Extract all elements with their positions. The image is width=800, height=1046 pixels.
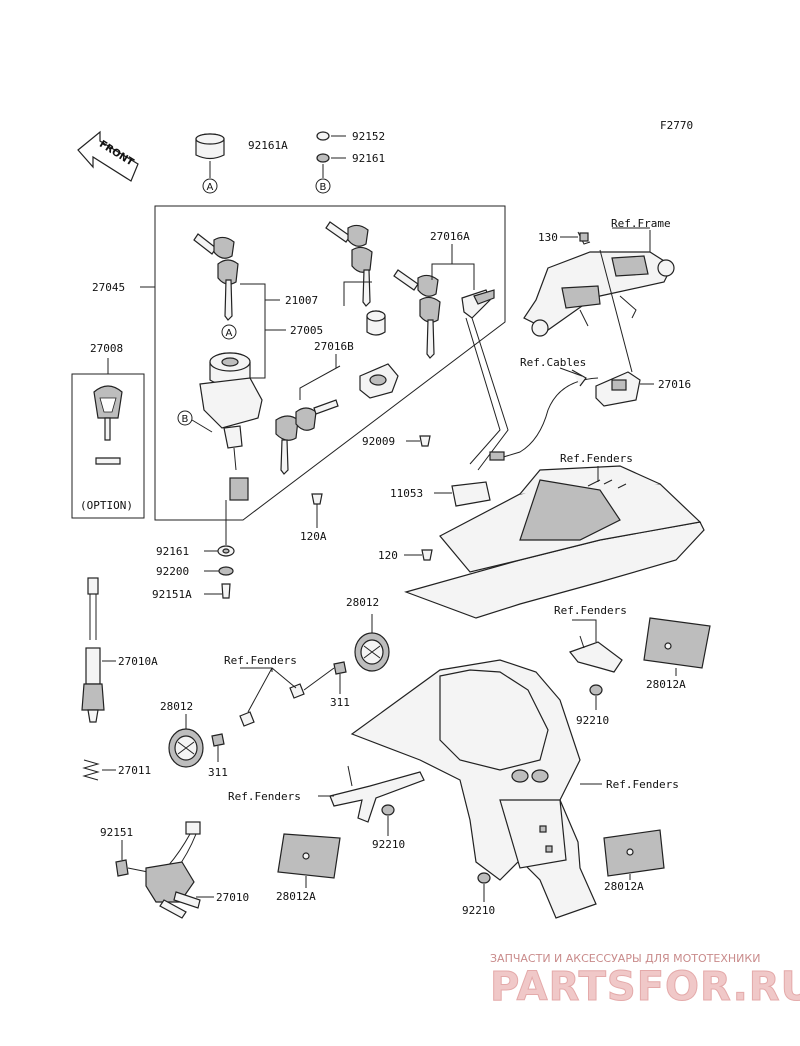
ref-fenders-3: Ref.Fenders — [554, 604, 627, 617]
part-27010: 27010 — [216, 891, 249, 904]
ignition-switch-27005 — [199, 352, 263, 501]
cap-92161A — [195, 133, 225, 178]
ref-fenders-4: Ref.Fenders — [606, 778, 679, 791]
washer-92200 — [218, 566, 234, 576]
assembly-frame — [154, 205, 506, 521]
part-92200: 92200 — [156, 565, 189, 578]
key-set-27016B — [275, 399, 339, 475]
part-28012-left: 28012 — [160, 700, 193, 713]
part-92210-c: 92210 — [462, 904, 495, 917]
part-92161A: 92161A — [248, 139, 288, 152]
lock-cylinder — [359, 289, 495, 399]
svg-text:A: A — [226, 328, 233, 339]
part-92161-mid: 92161 — [156, 545, 189, 558]
part-311-a: 311 — [330, 696, 350, 709]
watermark-caption: ЗАПЧАСТИ И АКСЕССУАРЫ ДЛЯ МОТОТЕХНИКИ — [490, 952, 760, 965]
front-arrow-icon: FRONT — [77, 130, 139, 182]
part-92152: 92152 — [352, 130, 385, 143]
part-11053: 11053 — [390, 487, 423, 500]
part-130: 130 — [538, 231, 558, 244]
switch-27010A — [81, 577, 105, 723]
nut-311-b — [211, 733, 225, 747]
nut-92210-a — [589, 684, 603, 696]
bracket-11053 — [451, 481, 491, 507]
part-27005: 27005 — [290, 324, 323, 337]
watermark-brand: PARTSFOR.RU — [490, 964, 800, 1010]
option-label: (OPTION) — [80, 499, 133, 512]
screw-92009 — [419, 435, 431, 447]
part-27045: 27045 — [92, 281, 125, 294]
nut-92210-b — [381, 804, 395, 816]
part-27016B: 27016B — [314, 340, 354, 353]
rear-fender-flap — [350, 659, 597, 919]
key-set-27016A — [325, 221, 441, 359]
bracket-right — [569, 641, 623, 673]
ref-fenders-2: Ref.Fenders — [224, 654, 297, 667]
part-92210-a: 92210 — [576, 714, 609, 727]
frame-bracket — [523, 251, 675, 337]
svg-text:B: B — [182, 414, 189, 425]
part-27011: 27011 — [118, 764, 151, 777]
nut-311-a — [333, 661, 347, 675]
reflector-28012-left — [168, 728, 204, 768]
ref-cables: Ref.Cables — [520, 356, 586, 369]
svg-text:A: A — [207, 182, 214, 193]
part-92161-top: 92161 — [352, 152, 385, 165]
ref-fenders-1: Ref.Fenders — [560, 452, 633, 465]
callout-a-top: A — [202, 178, 218, 194]
reflector-28012-top — [354, 632, 390, 672]
bracket-left — [329, 771, 425, 823]
part-27016A: 27016A — [430, 230, 470, 243]
part-28012A-right: 28012A — [646, 678, 686, 691]
part-27008: 27008 — [90, 342, 123, 355]
ref-frame: Ref.Frame — [611, 217, 671, 230]
bolt-130 — [579, 232, 589, 242]
callout-b-mid: B — [177, 410, 193, 426]
screw-92151 — [115, 859, 129, 877]
part-27016: 27016 — [658, 378, 691, 391]
key-icon — [93, 385, 123, 465]
svg-text:B: B — [320, 182, 327, 193]
reflector-28012A-right — [643, 617, 711, 669]
part-28012A-bl: 28012A — [276, 890, 316, 903]
callout-a-mid: A — [221, 324, 237, 340]
part-92210-b: 92210 — [372, 838, 405, 851]
part-21007: 21007 — [285, 294, 318, 307]
screw-120 — [421, 549, 433, 561]
spring-27011 — [82, 759, 100, 781]
part-27010A: 27010A — [118, 655, 158, 668]
ref-fenders-5: Ref.Fenders — [228, 790, 301, 803]
switch-27010 — [145, 821, 201, 919]
part-92151: 92151 — [100, 826, 133, 839]
part-92009: 92009 — [362, 435, 395, 448]
part-28012-top: 28012 — [346, 596, 379, 609]
seat-latch-27016 — [595, 371, 641, 407]
part-311-b: 311 — [208, 766, 228, 779]
washer-92152 — [316, 131, 346, 178]
callout-b-top: B — [315, 178, 331, 194]
key-set-21007 — [193, 233, 239, 321]
part-120A: 120A — [300, 530, 327, 543]
nut-92210-c — [477, 872, 491, 884]
rear-fender-tray — [404, 465, 705, 619]
figure-code: F2770 — [660, 119, 693, 132]
screw-92151A — [221, 583, 231, 599]
part-28012A-br: 28012A — [604, 880, 644, 893]
screw-120A — [311, 493, 323, 505]
reflector-28012A-br — [603, 829, 665, 877]
part-120: 120 — [378, 549, 398, 562]
part-92151A: 92151A — [152, 588, 192, 601]
